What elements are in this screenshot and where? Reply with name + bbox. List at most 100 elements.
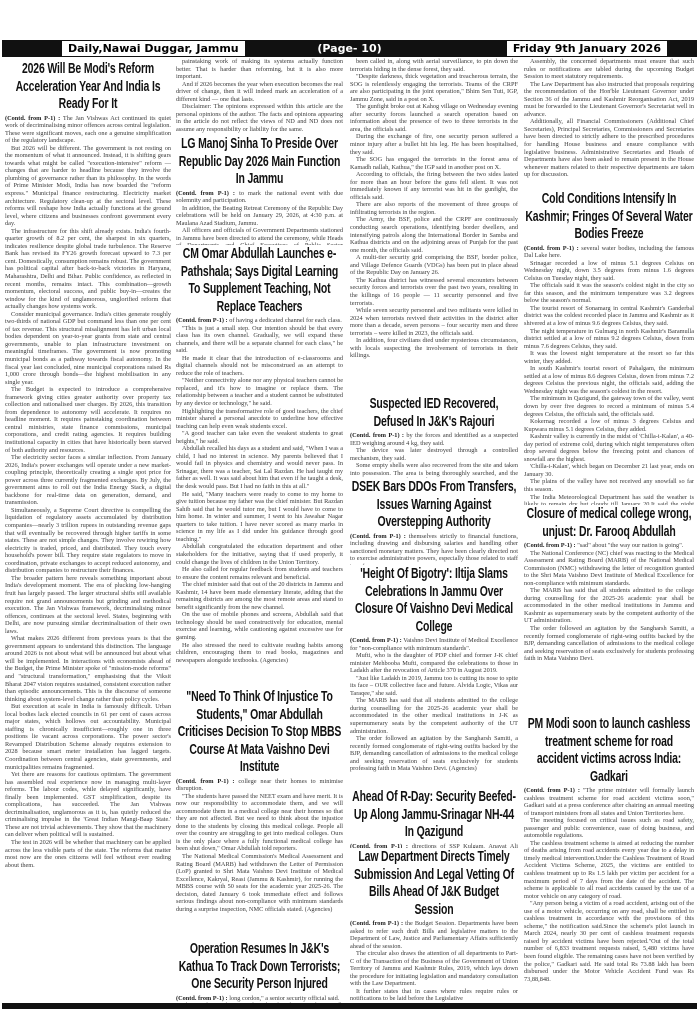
article-paragraph: On the use of mobile phones and screens,… [176,611,343,641]
article-paragraph: The test in 2026 will be whether that ma… [5,839,171,869]
article-paragraph: (Contd. from P-1) : several water bodies… [524,245,694,260]
article-headline: 2026 Will Be Modi's Reform Acceleration … [15,61,161,112]
article-paragraph: It was the lowest night temperature at t… [524,350,694,365]
article: Ahead Of R-Day: Security Beefed-Up Along… [350,788,518,848]
article-paragraph: "Just like Ladakh in 2019, Jammu too is … [350,674,518,697]
article-paragraph: The Law Department has also instructed t… [524,80,694,118]
article-paragraph: During the exchange of fire, one securit… [350,133,518,156]
article-paragraph: Consider municipal governance. India's c… [5,310,171,386]
article-paragraph: "A good teacher can take even the weakes… [176,430,343,445]
article-paragraph: The MARB has said that all students admi… [350,697,518,735]
column-2: painstaking work of making its systems a… [176,58,343,1003]
article-paragraph: He said, "Many teachers were ready to co… [176,490,343,543]
article-headline: DSEK Bars DDOs From Transfers, Issues Wa… [351,479,517,530]
article-paragraph: The National Medical Commission's Medica… [176,852,343,913]
article-headline: 'Height Of Bigotry': Iltija Slams Celebr… [355,566,513,635]
article-paragraph: But 2026 will be different. The governme… [5,144,171,228]
article: Operation Resumes In J&K's Kathua To Tra… [176,940,343,1003]
article-paragraph: The circular also draws the attention of… [350,950,518,988]
article-paragraph: "Any person being a victim of a road acc… [524,900,694,983]
article-headline: CM Omar Abdullah Launches e-Pathshala; S… [180,246,339,315]
article: painstaking work of making its systems a… [176,58,343,135]
column-1: 2026 Will Be Modi's Reform Acceleration … [5,58,171,1003]
article-paragraph: Yet there are reasons for cautious optim… [5,771,171,839]
article: 'Height Of Bigotry': Iltija Slams Celebr… [350,565,518,788]
continued-from-label: (Contd. from P-1) : [524,542,576,549]
paragraph-text: themselves strictly to financial functio… [350,532,518,566]
paragraph-text: directions of SSP Kulgam, Anayat Ali Cho… [411,842,518,849]
article-paragraph: The officials said it was the season's c… [524,282,694,305]
article-paragraph: The Budget is expected to introduce a co… [5,386,171,454]
article-paragraph: (Contd. from P-1) : long cordon," a seni… [176,995,343,1003]
article-paragraph: (Contd. from P-1) : college near their h… [176,778,343,793]
article-paragraph: There are also reports of the movement o… [350,201,518,216]
continued-from-label: (Contd. from P-1) : [176,189,236,197]
article-paragraph: "This is just a small step. Our intentio… [176,324,343,355]
continued-from-label: (Contd. from P-1) : [5,114,61,122]
article-paragraph: It further states that in cases where ru… [350,987,518,1003]
article: Law Department Directs Timely Submission… [350,848,518,1003]
article-paragraph: (Contd. from P-1) : "sad" about "the way… [524,542,694,550]
bottom-rule [2,1003,697,1009]
masthead: (Page- 10) Daily,Nawai Duggar, Jammu Fri… [2,40,697,57]
article-headline: "Need To Think Of Injustice To Students,… [177,689,342,775]
article-paragraph: While seven security personnel and two m… [350,307,518,337]
article-paragraph: (Contd. from P-1) : The Jan Vishwas Act … [5,115,171,145]
article-paragraph: (Contd. from P-1) : the Budget Session. … [350,920,518,950]
article-headline: Law Department Directs Timely Submission… [354,849,514,918]
article-paragraph: What makes 2026 different from previous … [5,635,171,703]
article-paragraph: The night temperature in Gulmarg in nort… [524,327,694,350]
article-paragraph: But execution at scale in India is famou… [5,703,171,771]
article-paragraph: (Contd. from P-1) : themselves strictly … [350,533,518,566]
paragraph-text: of having a dedicated channel for each c… [229,317,342,324]
article-paragraph: The National Conference (NC) chief was r… [524,549,694,587]
article-paragraph: Kokernag recorded a low of minus 3 degre… [524,418,694,433]
article-headline: Suspected IED Recovered, Defused In J&K'… [369,396,499,430]
article-paragraph: Disclaimer: The opinions expressed withi… [176,103,343,133]
continued-from-label: (Contd. from P-1) : [350,432,405,439]
article-headline: Operation Resumes In J&K's Kathua To Tra… [178,941,341,992]
continued-from-label: (Contd. from P-1) : [524,787,580,794]
article-paragraph: Assembly, the concerned departments must… [524,58,694,81]
article-paragraph: According to officials, the firing betwe… [350,171,518,201]
column-4: Assembly, the concerned departments must… [524,58,694,1003]
article-paragraph: (Contd. from P-1) : "The prime minister … [524,787,694,817]
article-paragraph: The Kathua district has witnessed severa… [350,276,518,307]
paragraph-text: long cordon," a senior security official… [229,994,340,1002]
article: PM Modi soon to launch cashless treatmen… [524,715,694,1003]
newspaper-name: Daily,Nawai Duggar, Jammu [62,41,245,56]
article-paragraph: The tourist resort of Sonamarg in centra… [524,304,694,327]
continued-from-label: (Contd. from P-1) : [524,244,579,252]
article-paragraph: "Despite darkness, thick vegetation and … [350,73,518,103]
article-paragraph: The infrastructure for this shift alread… [5,227,171,311]
article-paragraph: Some empty shells were also recovered fr… [350,462,518,478]
article-paragraph: All officers and officials of Government… [176,227,343,245]
article-paragraph: Abdullah recalled his days as a student … [176,445,343,491]
article: Assembly, the concerned departments must… [524,58,694,190]
paragraph-text: Vaishno Devi Institute of Medical Excell… [350,637,518,652]
article-paragraph: And if 2026 becomes the year when execut… [176,80,343,103]
article-paragraph: He made it clear that the introduction o… [176,354,343,377]
article: Cold Conditions Intensify In Kashmir; Fr… [524,190,694,505]
article-paragraph: He also stressed the need to cultivate r… [176,641,343,664]
paragraph-text: "sad" about "the way our nation is going… [577,542,684,549]
continued-from-label: (Contd. from P-1) : [350,637,402,644]
article: 2026 Will Be Modi's Reform Acceleration … [5,60,171,1003]
article-paragraph: The cashless treatment scheme is aimed a… [524,839,694,900]
article: "Need To Think Of Injustice To Students,… [176,688,343,940]
article-paragraph: The minimum in Qazigund, the gateway tow… [524,395,694,418]
article-paragraph: The India Meteorological Department has … [524,493,694,505]
article-headline: Cold Conditions Intensify In Kashmir; Fr… [525,191,693,242]
article-headline: PM Modi soon to launch cashless treatmen… [527,716,691,785]
article-paragraph: Additionally, all Financial Commissioner… [524,118,694,179]
article: LG Manoj Sinha To Preside Over Republic … [176,135,343,245]
article-paragraph: Srinagar recorded a low of minus 5.1 deg… [524,259,694,282]
continued-from-label: (Contd. from P-1) : [350,842,409,849]
article-paragraph: In addition, four civilians died under m… [350,337,518,360]
article-paragraph: A multi-tier security grid comprising th… [350,254,518,277]
article-paragraph: The broader pattern here reveals somethi… [5,574,171,635]
article-paragraph: (Contd. from P-1) : to mark the national… [176,190,343,205]
paragraph-text: the Budget Session. Departments have bee… [350,920,518,950]
article-paragraph: Highlighting the transformative role of … [176,407,343,430]
article-paragraph: (Contd. from P-1) : Vaishno Devi Institu… [350,637,518,652]
